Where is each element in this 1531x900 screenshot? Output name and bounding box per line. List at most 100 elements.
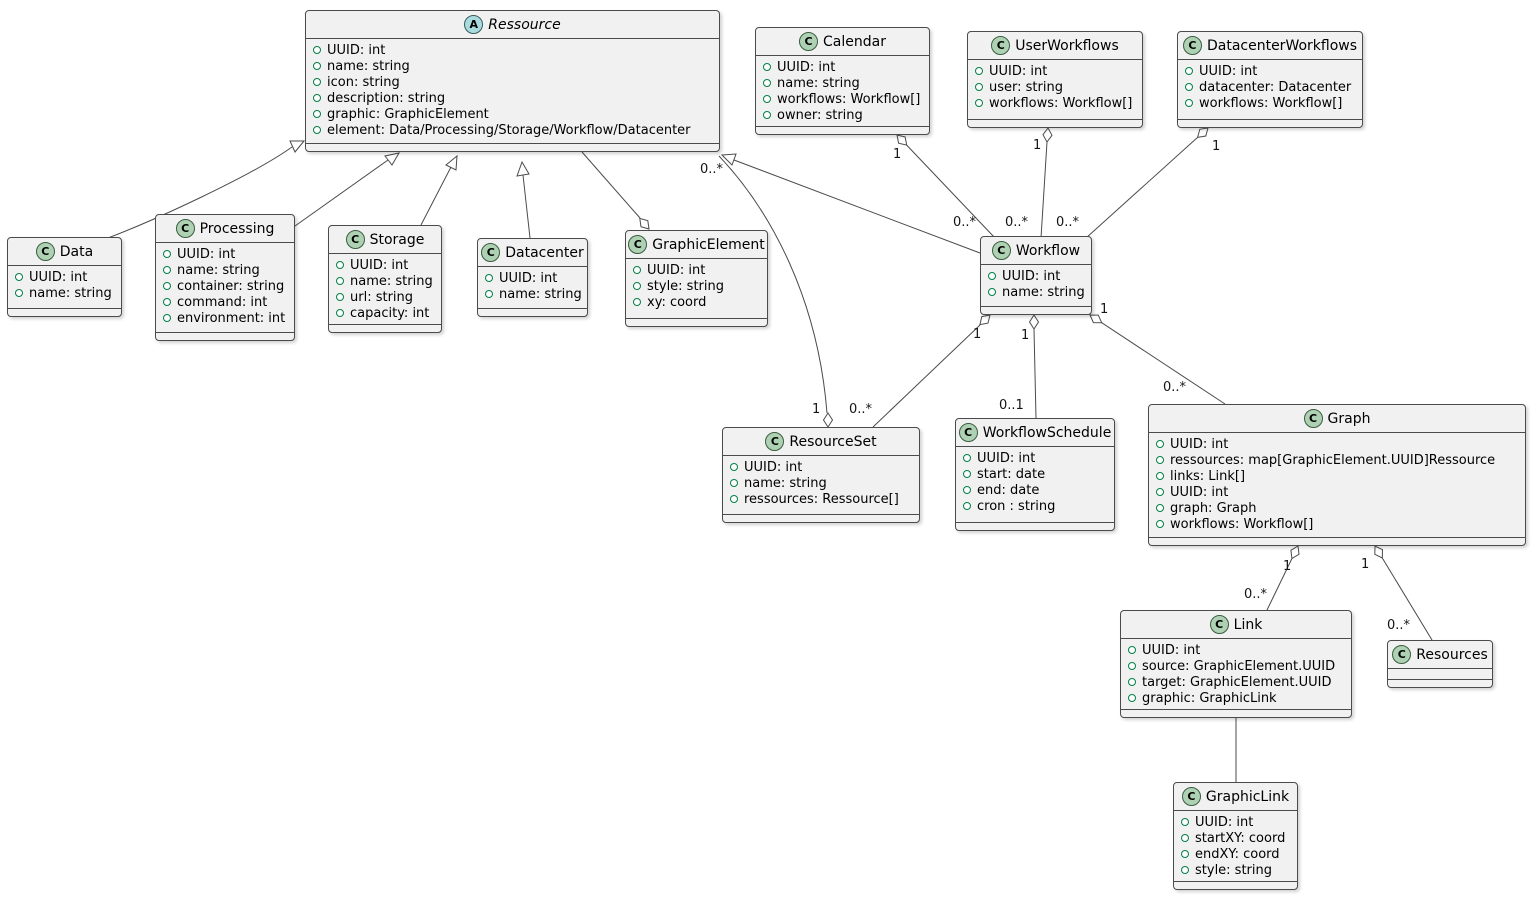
- field-visibility-icon: [1156, 520, 1164, 528]
- class-titlebar: C Data: [8, 238, 121, 266]
- class-icon: C: [991, 241, 1011, 260]
- class-titlebar: C UserWorkflows: [968, 32, 1142, 60]
- field-visibility-icon: [763, 111, 771, 119]
- inheritance-arrow-icon: [720, 153, 737, 166]
- class-userworkflows: C UserWorkflows UUID: int user: string w…: [967, 31, 1143, 128]
- edge-datacenter-inherits-ressource: [516, 160, 531, 239]
- field-visibility-icon: [485, 290, 493, 298]
- class-name: Workflow: [1015, 242, 1081, 259]
- aggregation-diamond-icon: [639, 217, 650, 230]
- class-attribute: name: string: [478, 286, 587, 302]
- class-titlebar: C Resources: [1388, 641, 1492, 669]
- attribute-text: capacity: int: [350, 305, 430, 321]
- attribute-text: UUID: int: [327, 42, 386, 58]
- class-name: Processing: [199, 220, 275, 237]
- attribute-text: UUID: int: [1170, 436, 1229, 452]
- class-attribute: graph: Graph: [1149, 500, 1525, 516]
- field-visibility-icon: [313, 62, 321, 70]
- attribute-text: icon: string: [327, 74, 400, 90]
- attribute-text: endXY: coord: [1195, 846, 1280, 862]
- field-visibility-icon: [313, 110, 321, 118]
- aggregation-diamond-icon: [1374, 545, 1384, 559]
- multiplicity-label: 0..*: [1163, 380, 1187, 395]
- field-visibility-icon: [336, 277, 344, 285]
- multiplicity-label: 1: [893, 147, 901, 162]
- class-graphiclink: C GraphicLink UUID: int startXY: coord e…: [1173, 782, 1298, 890]
- field-visibility-icon: [633, 282, 641, 290]
- class-icon: C: [799, 32, 819, 51]
- class-attribute: workflows: Workflow[]: [1178, 95, 1362, 111]
- field-visibility-icon: [1128, 694, 1136, 702]
- inheritance-arrow-icon: [289, 140, 306, 153]
- class-name: Link: [1233, 616, 1263, 633]
- attribute-text: container: string: [177, 278, 285, 294]
- class-icon: C: [1392, 645, 1412, 664]
- attribute-text: UUID: int: [1002, 268, 1061, 284]
- class-name: Ressource: [488, 16, 561, 33]
- class-name: ResourceSet: [789, 433, 877, 450]
- edge-storage-inherits-ressource: [420, 154, 458, 226]
- inheritance-arrow-icon: [384, 152, 401, 166]
- attribute-text: UUID: int: [647, 262, 706, 278]
- field-visibility-icon: [1156, 504, 1164, 512]
- class-attribute: workflows: Workflow[]: [756, 91, 929, 107]
- field-visibility-icon: [1156, 488, 1164, 496]
- attributes-compartment: UUID: int name: string ressources: Resso…: [723, 456, 919, 515]
- field-visibility-icon: [313, 126, 321, 134]
- attribute-text: UUID: int: [177, 246, 236, 262]
- class-icon: C: [345, 230, 365, 249]
- edge-graph-link: 1 0..*: [1244, 545, 1300, 611]
- class-graphicelement: C GraphicElement UUID: int style: string…: [625, 230, 768, 327]
- attribute-text: name: string: [177, 262, 260, 278]
- attribute-text: UUID: int: [977, 450, 1036, 466]
- attribute-text: graphic: GraphicLink: [1142, 690, 1277, 706]
- field-visibility-icon: [988, 272, 996, 280]
- field-visibility-icon: [730, 495, 738, 503]
- class-name: Datacenter: [505, 244, 584, 261]
- attribute-text: name: string: [29, 285, 112, 301]
- multiplicity-label: 0..*: [1005, 215, 1029, 230]
- class-resources: C Resources: [1387, 640, 1493, 688]
- class-attribute: workflows: Workflow[]: [1149, 516, 1525, 532]
- class-attribute: UUID: int: [1121, 642, 1351, 658]
- attribute-text: environment: int: [177, 310, 286, 326]
- class-titlebar: C Storage: [329, 226, 441, 254]
- class-name: GraphicLink: [1205, 788, 1290, 805]
- field-visibility-icon: [763, 63, 771, 71]
- class-icon: C: [1182, 36, 1202, 55]
- attributes-compartment: [1388, 669, 1492, 680]
- class-graph: C Graph UUID: int ressources: map[Graphi…: [1148, 404, 1526, 546]
- methods-compartment: [8, 309, 121, 316]
- attribute-text: target: GraphicElement.UUID: [1142, 674, 1332, 690]
- class-attribute: links: Link[]: [1149, 468, 1525, 484]
- field-visibility-icon: [1156, 440, 1164, 448]
- attribute-text: ressources: map[GraphicElement.UUID]Ress…: [1170, 452, 1496, 468]
- field-visibility-icon: [763, 95, 771, 103]
- class-icon: C: [628, 235, 648, 254]
- edge-processing-inherits-ressource: [294, 152, 401, 227]
- class-attribute: url: string: [329, 289, 441, 305]
- edge-workflow-workflowschedule: 1 0..1: [999, 314, 1040, 419]
- multiplicity-label: 1: [973, 327, 981, 342]
- class-attribute: ressources: map[GraphicElement.UUID]Ress…: [1149, 452, 1525, 468]
- class-attribute: UUID: int: [1149, 484, 1525, 500]
- aggregation-diamond-icon: [1290, 545, 1300, 560]
- field-visibility-icon: [336, 261, 344, 269]
- class-titlebar: C Processing: [156, 215, 294, 243]
- edge-resourceset-ressource: 1 0..*: [700, 155, 834, 428]
- attribute-text: UUID: int: [777, 59, 836, 75]
- attributes-compartment: UUID: int start: date end: date cron : s…: [956, 447, 1114, 523]
- class-name: Calendar: [823, 33, 886, 50]
- field-visibility-icon: [163, 314, 171, 322]
- attribute-text: user: string: [989, 79, 1063, 95]
- class-attribute: graphic: GraphicLink: [1121, 690, 1351, 706]
- class-titlebar: C Calendar: [756, 28, 929, 56]
- inheritance-arrow-icon: [516, 160, 530, 177]
- edge-graph-resources: 1 0..*: [1361, 545, 1433, 641]
- attribute-text: source: GraphicElement.UUID: [1142, 658, 1336, 674]
- attribute-text: cron : string: [977, 498, 1056, 514]
- attribute-text: style: string: [1195, 862, 1273, 878]
- field-visibility-icon: [1181, 850, 1189, 858]
- field-visibility-icon: [1181, 818, 1189, 826]
